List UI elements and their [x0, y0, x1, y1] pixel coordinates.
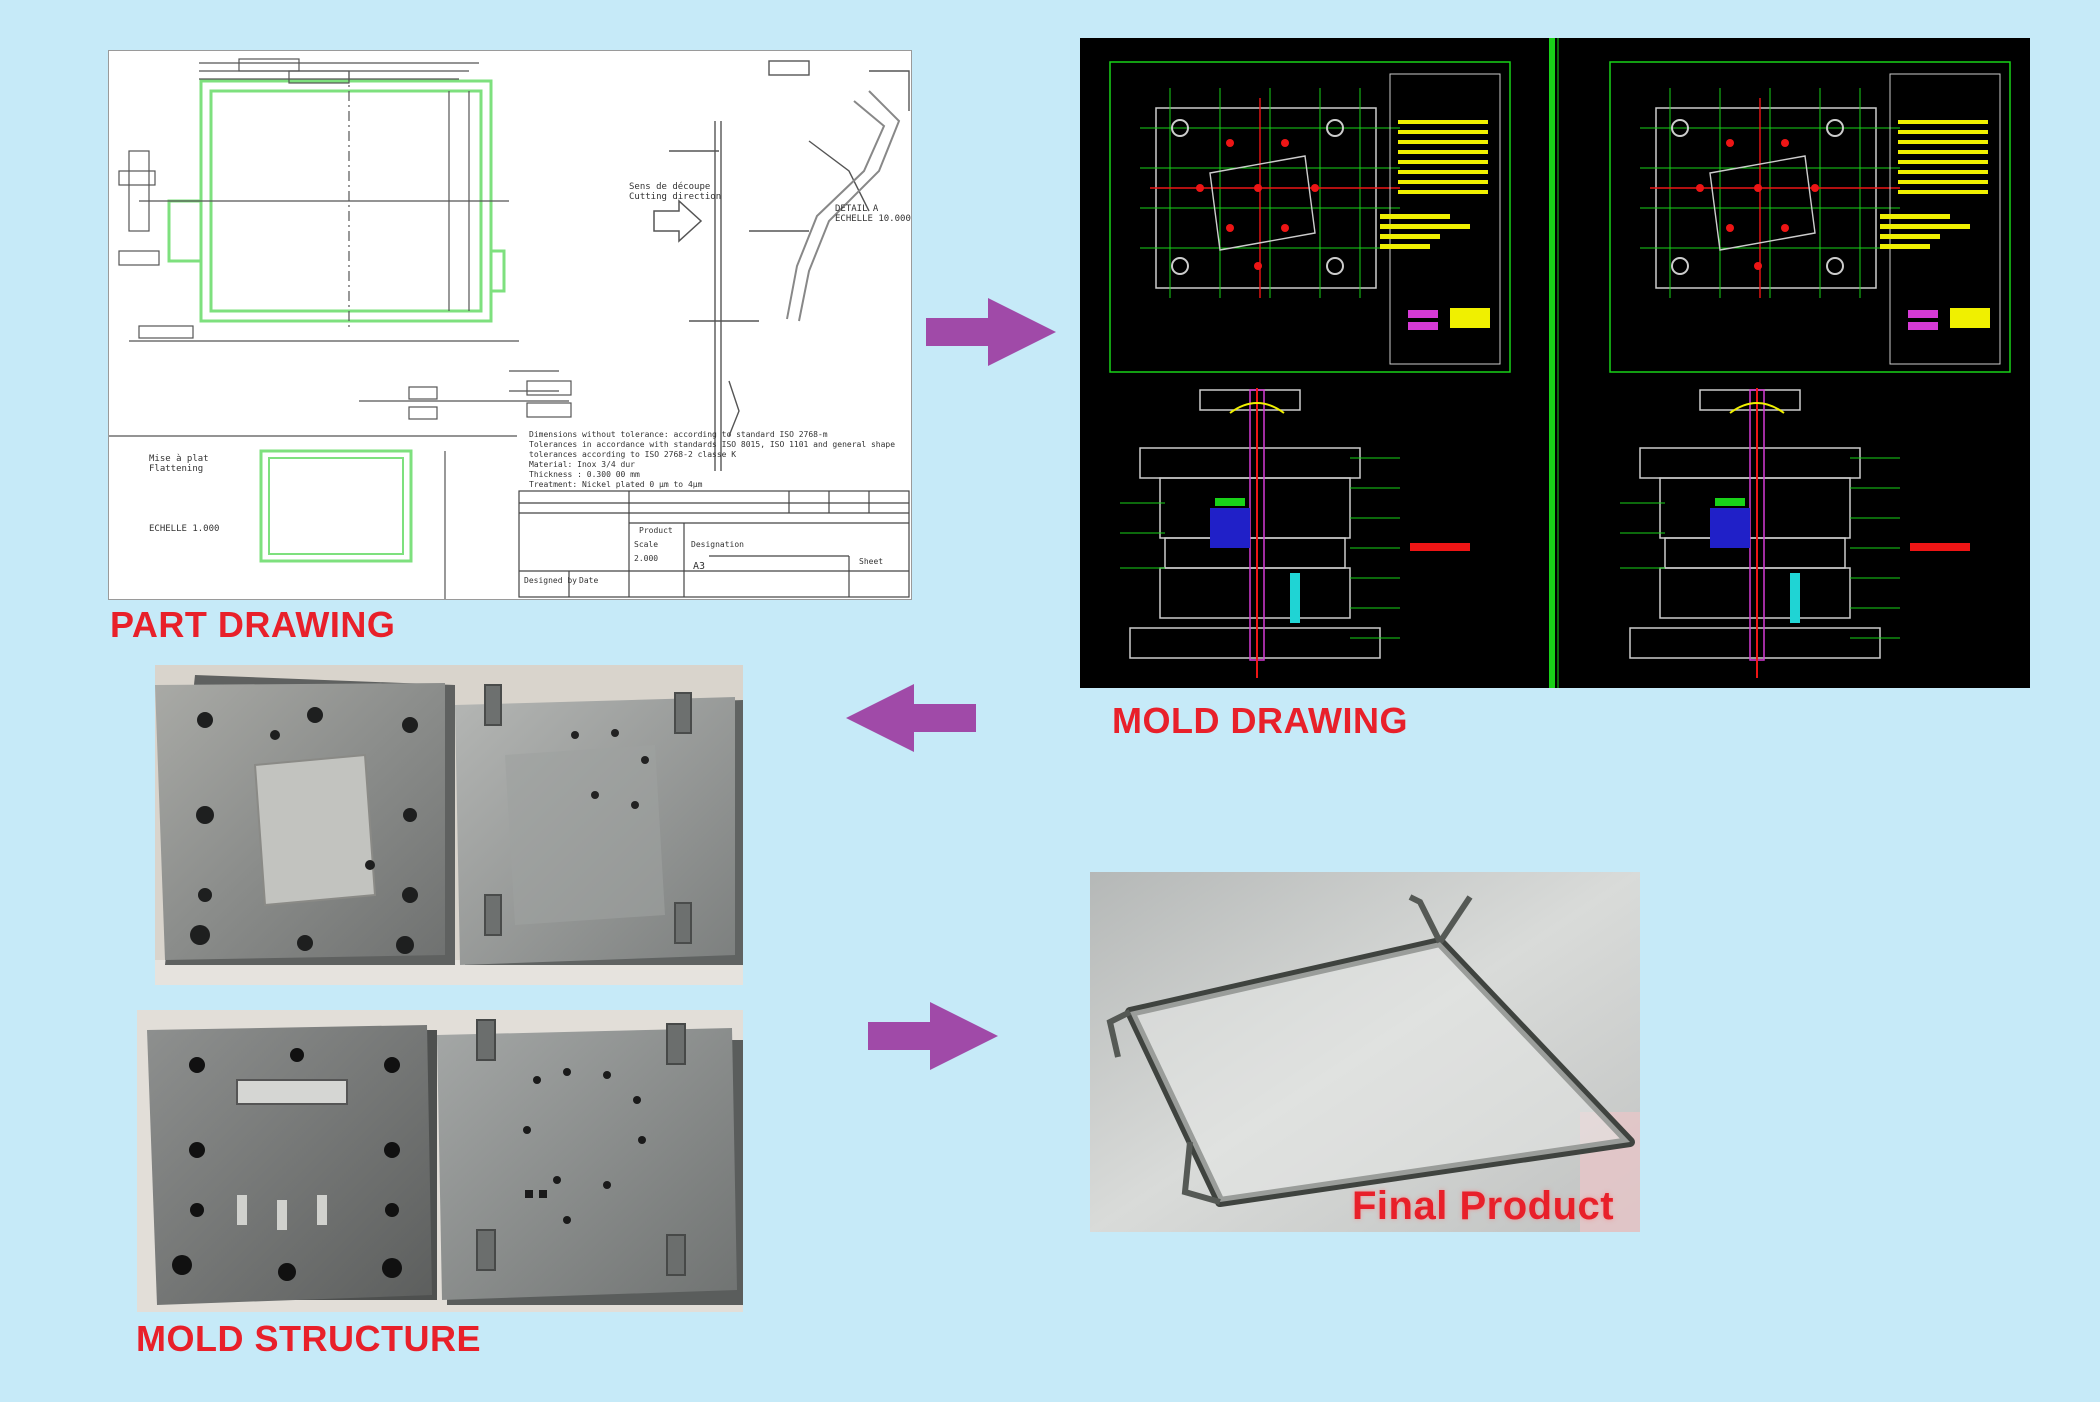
part-drawing: Sens de découpe Cutting direction DETAIL… — [108, 50, 912, 600]
part-drawing-svg: Sens de découpe Cutting direction DETAIL… — [109, 58, 911, 599]
arrow-right-icon — [926, 298, 1056, 366]
designation-label: Designation — [691, 540, 744, 549]
arrow-left-icon — [846, 684, 976, 752]
scale-value: 2.000 — [634, 554, 658, 563]
mold-drawing-svg — [1109, 38, 2011, 688]
caption-final-product: Final Product — [1352, 1184, 1615, 1228]
caption-mold-structure: MOLD STRUCTURE — [136, 1318, 481, 1359]
note-line: Material: Inox 3/4 dur — [529, 460, 635, 469]
mold-structure-photo-bottom — [137, 1010, 743, 1312]
detail-scale: ECHELLE 10.000 — [835, 214, 911, 224]
caption-mold-drawing: MOLD DRAWING — [1112, 700, 1408, 741]
scale-label: Scale — [634, 540, 658, 549]
note-line: Tolerances in accordance with standards … — [529, 440, 895, 449]
note-line: tolerances according to ISO 2768-2 class… — [529, 450, 736, 459]
mold-plates-image — [155, 675, 743, 985]
mold-structure-photo-top — [155, 665, 743, 985]
echelle-label: ECHELLE 1.000 — [149, 524, 219, 534]
detail-label: DETAIL A — [835, 204, 879, 214]
arrow-right-icon — [868, 1002, 998, 1070]
note-line: Dimensions without tolerance: according … — [529, 430, 828, 439]
cutting-direction-arrow — [653, 199, 703, 243]
sheet-label: Sheet — [859, 557, 883, 566]
final-product-image — [1090, 872, 1640, 1232]
caption-part-drawing: PART DRAWING — [110, 604, 396, 645]
final-product-photo: Final Product — [1090, 872, 1640, 1232]
cutting-label-en: Cutting direction — [629, 192, 721, 202]
format-label: A3 — [693, 561, 705, 572]
date-label: Date — [579, 576, 598, 585]
mold-plates-image — [137, 1010, 743, 1312]
title-block — [518, 490, 910, 598]
note-line: Treatment: Nickel plated 0 µm to 4µm — [529, 480, 703, 489]
product-label: Product — [639, 526, 673, 535]
note-line: Thickness : 0.300 00 mm — [529, 470, 640, 479]
designed-label: Designed by — [524, 576, 577, 585]
flat-label: Mise à plat — [149, 454, 209, 464]
flat-label-en: Flattening — [149, 464, 203, 474]
cutting-label: Sens de découpe — [629, 181, 710, 192]
mold-drawing — [1080, 38, 2030, 688]
